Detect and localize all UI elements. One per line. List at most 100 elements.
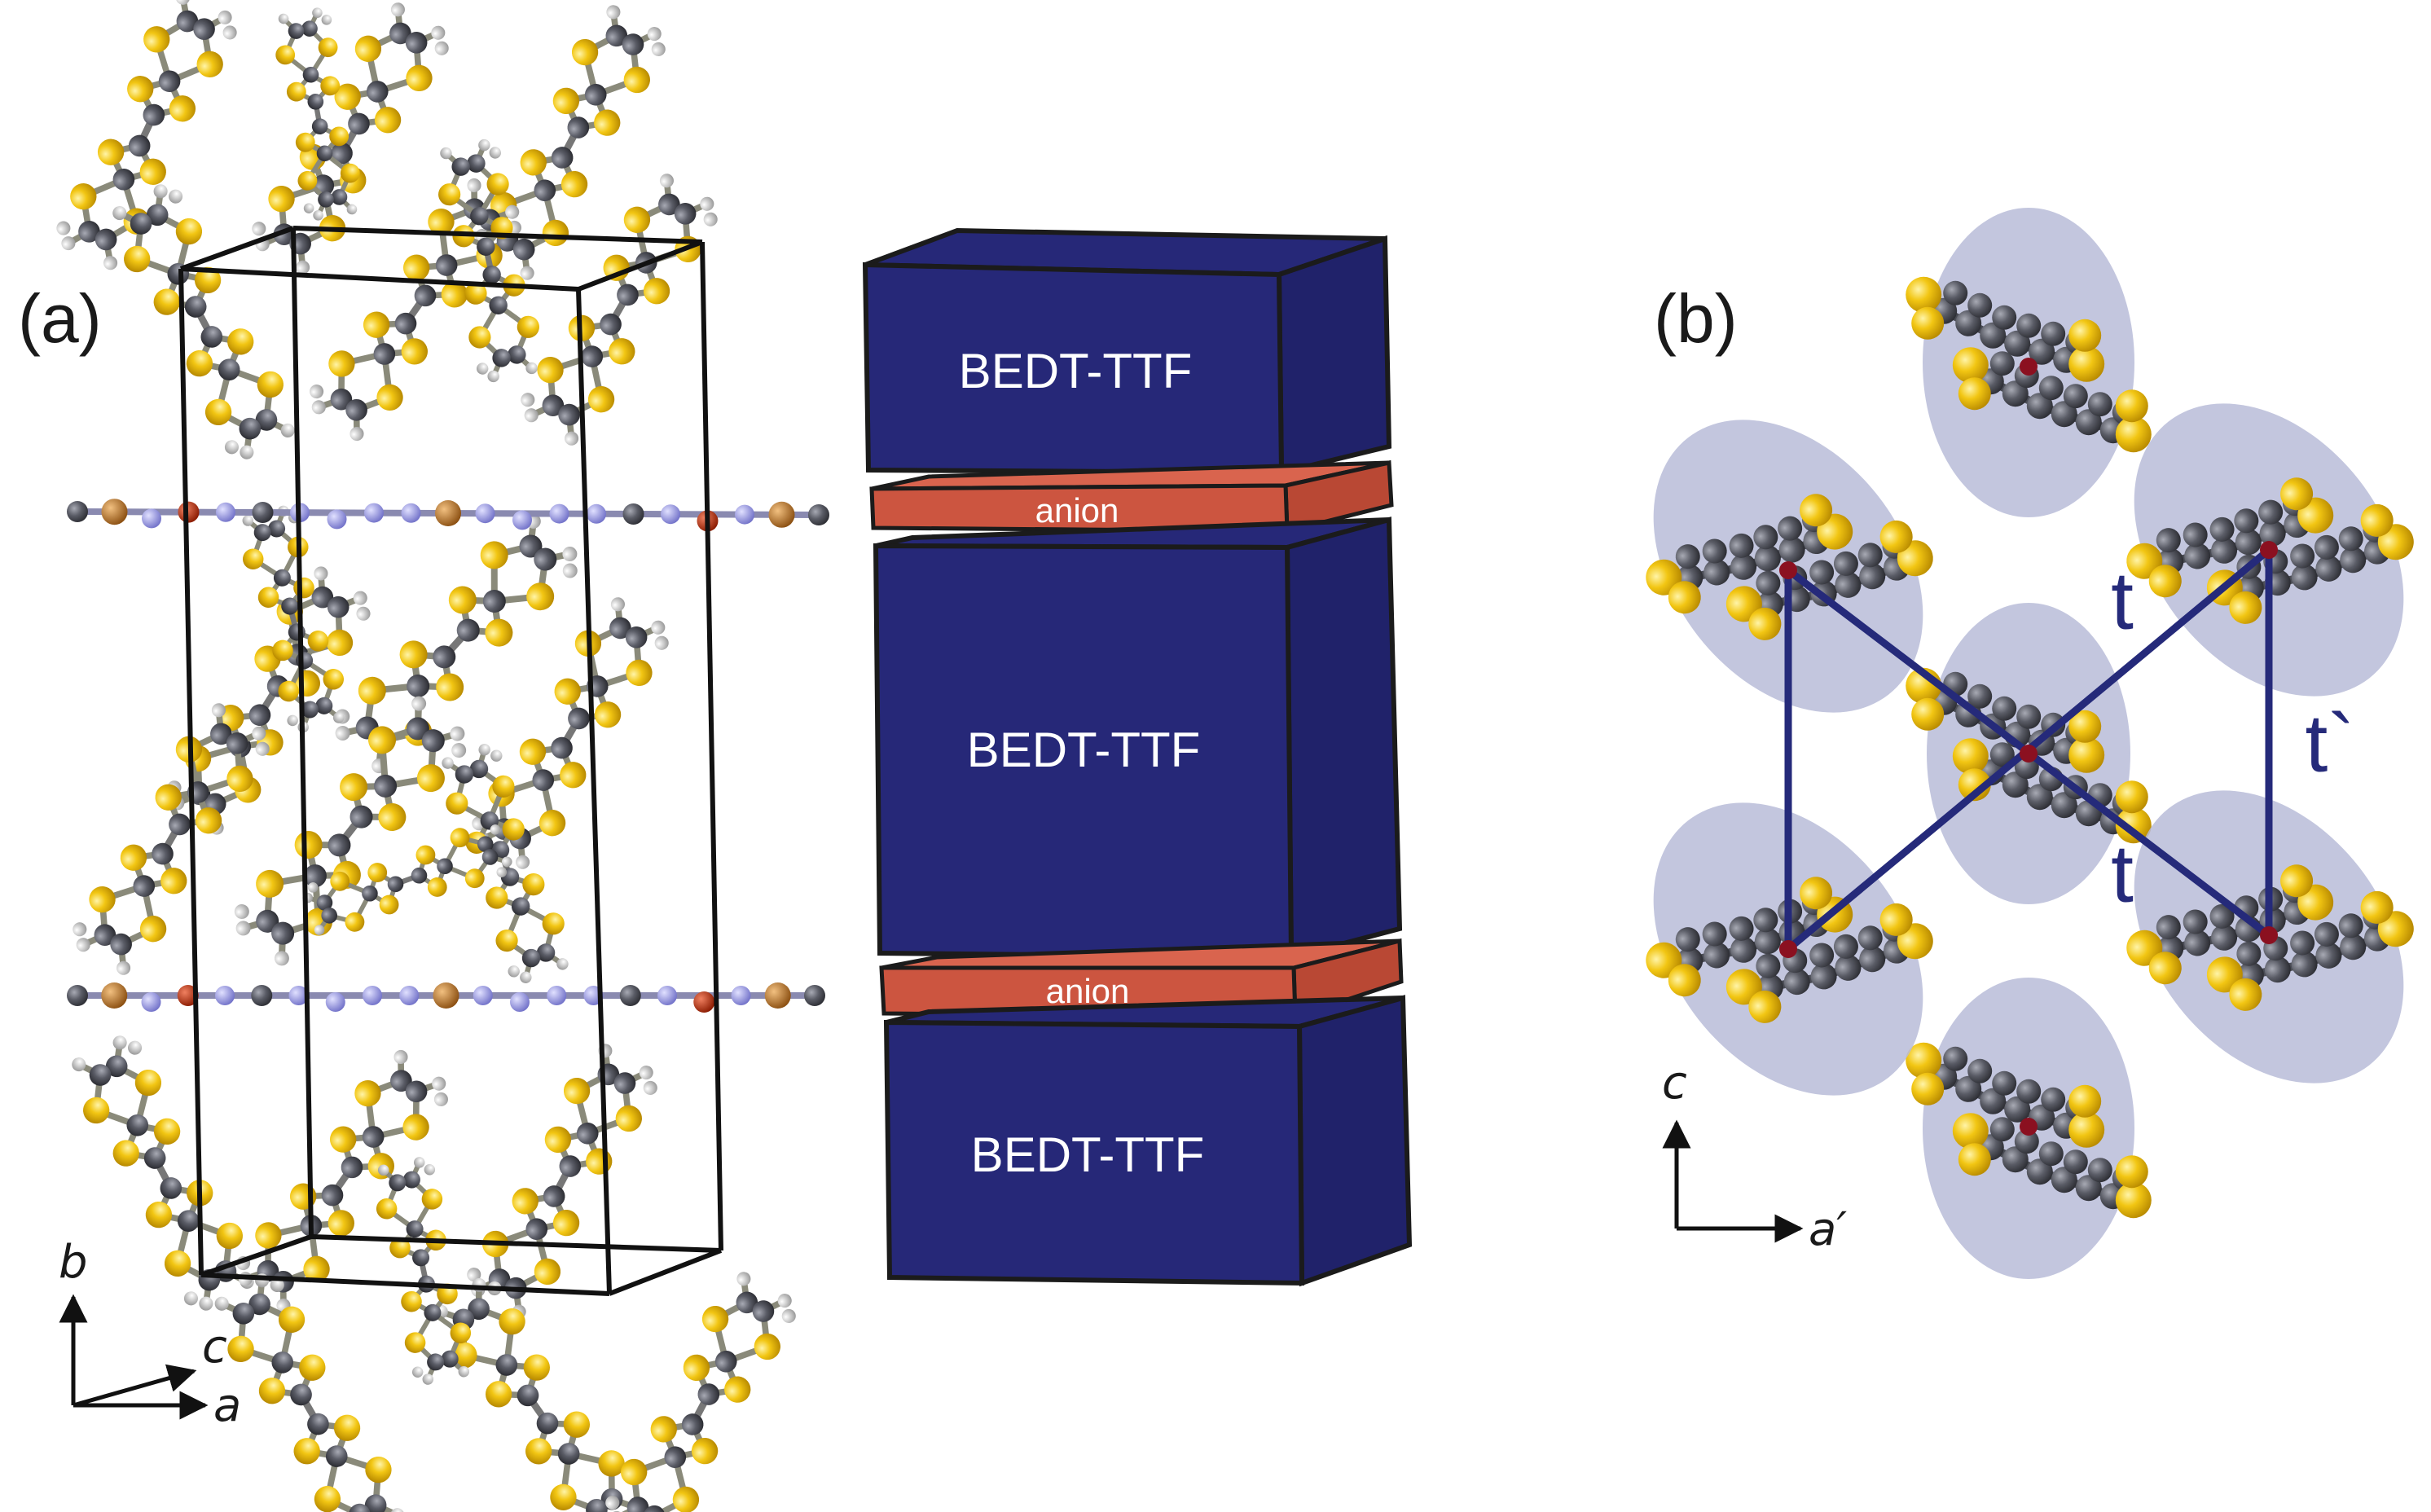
carbon-atom [2041,321,2066,346]
hydrogen-atom [411,696,427,711]
carbon-atom [664,1446,687,1469]
carbon-atom [2259,520,2286,547]
sulfur-atom [1958,768,1991,802]
unit-cell-edge [291,227,314,1237]
sulfur-atom [450,1322,472,1343]
hydrogen-atom [218,10,232,24]
carbon-atom [389,22,411,45]
hydrogen-atom [647,27,662,42]
carbon-atom [256,909,279,933]
hydrogen-atom [296,260,310,275]
hydrogen-atom [643,1080,657,1095]
carbon-atom [1859,946,1886,973]
hydrogen-atom [353,591,367,605]
carbon-atom [2340,547,2367,574]
carbon-atom [2183,522,2208,547]
sulfur-atom [626,659,653,687]
carbon-atom [288,23,305,39]
carbon-atom [345,398,367,421]
bedt-ttf-molecule [438,138,539,383]
sulfur-atom [164,1250,191,1277]
carbon-atom [536,943,556,962]
nitrogen-atom [327,509,347,530]
carbon-atom [2016,313,2042,338]
carbon-atom [736,1291,758,1314]
sulfur-atom [97,138,125,165]
block-front-face [883,1019,1305,1286]
carbon-atom [143,103,165,126]
sulfur-atom [195,807,222,834]
sulfur-atom [216,1222,243,1250]
sulfur-atom [499,1308,525,1335]
carbon-atom [307,1413,329,1435]
carbon-atom [456,618,480,642]
sulfur-atom [404,1332,426,1353]
carbon-atom [1980,1088,2007,1114]
carbon-atom [558,403,580,426]
carbon-atom [2002,771,2029,798]
bedt-ttf-block-bottom: BEDT-TTF [883,995,1413,1287]
carbon-atom [366,81,389,103]
sulfur-atom [2068,736,2105,773]
carbon-atom [130,213,152,235]
anion-layer-1: anion [869,459,1394,534]
nitrogen-atom [735,504,754,525]
carbon-atom [567,116,590,138]
bedt-ttf-molecule [433,1277,642,1512]
sulfur-atom [175,218,203,245]
hydrogen-atom [467,178,481,193]
carbon-atom [609,617,631,640]
carbon-atom [374,774,398,798]
sulfur-atom [295,132,315,152]
carbon-atom [1989,351,2015,376]
sulfur-atom [495,929,518,952]
hydrogen-atom [424,1164,436,1176]
carbon-atom [804,985,825,1006]
sulfur-atom [367,863,388,882]
sulfur-atom [153,1118,181,1145]
sulfur-atom [1668,581,1701,614]
carbon-atom [482,266,501,284]
carbon-atom [2315,555,2342,582]
hydrogen-atom [390,2,405,17]
sulfur-atom [537,356,564,384]
panel-a-label: (a) [18,280,102,357]
sulfur-atom [522,873,545,896]
carbon-atom [511,897,530,916]
carbon-atom [325,1445,348,1467]
carbon-atom [1778,536,1805,563]
sulfur-atom [406,64,433,92]
carbon-atom [407,675,430,698]
carbon-atom [414,284,437,307]
sulfur-atom [314,1486,341,1512]
sulfur-atom [303,1255,330,1283]
carbon-atom [2258,499,2284,525]
sulfur-atom [2360,503,2394,537]
carbon-atom [551,736,573,759]
hydrogen-atom [356,606,371,621]
hydrogen-atom [489,147,502,159]
sulfur-atom [329,126,349,147]
sulfur-atom [526,582,555,611]
sulfur-atom [2148,565,2182,598]
hydrogen-atom [313,209,323,221]
hydrogen-atom [467,1268,481,1282]
carbon-atom [412,1249,430,1267]
unit-cell-edge [576,288,612,1294]
sulfur-atom [571,38,599,66]
hydrogen-atom [562,547,578,562]
sulfur-atom [112,1140,139,1167]
sulfur-atom [2115,1182,2152,1219]
carbon-atom [411,867,428,884]
hydrogen-atom [56,221,71,235]
sulfur-atom [1906,1042,1942,1079]
sulfur-atom [650,1416,677,1443]
sulfur-atom [401,338,428,365]
carbon-atom [576,1122,599,1145]
hydrogen-atom [307,882,319,893]
anion-chain [67,982,825,1013]
bedt-ttf-molecule [236,1049,448,1313]
hydrogen-atom [651,620,666,635]
carbon-atom [349,805,373,829]
